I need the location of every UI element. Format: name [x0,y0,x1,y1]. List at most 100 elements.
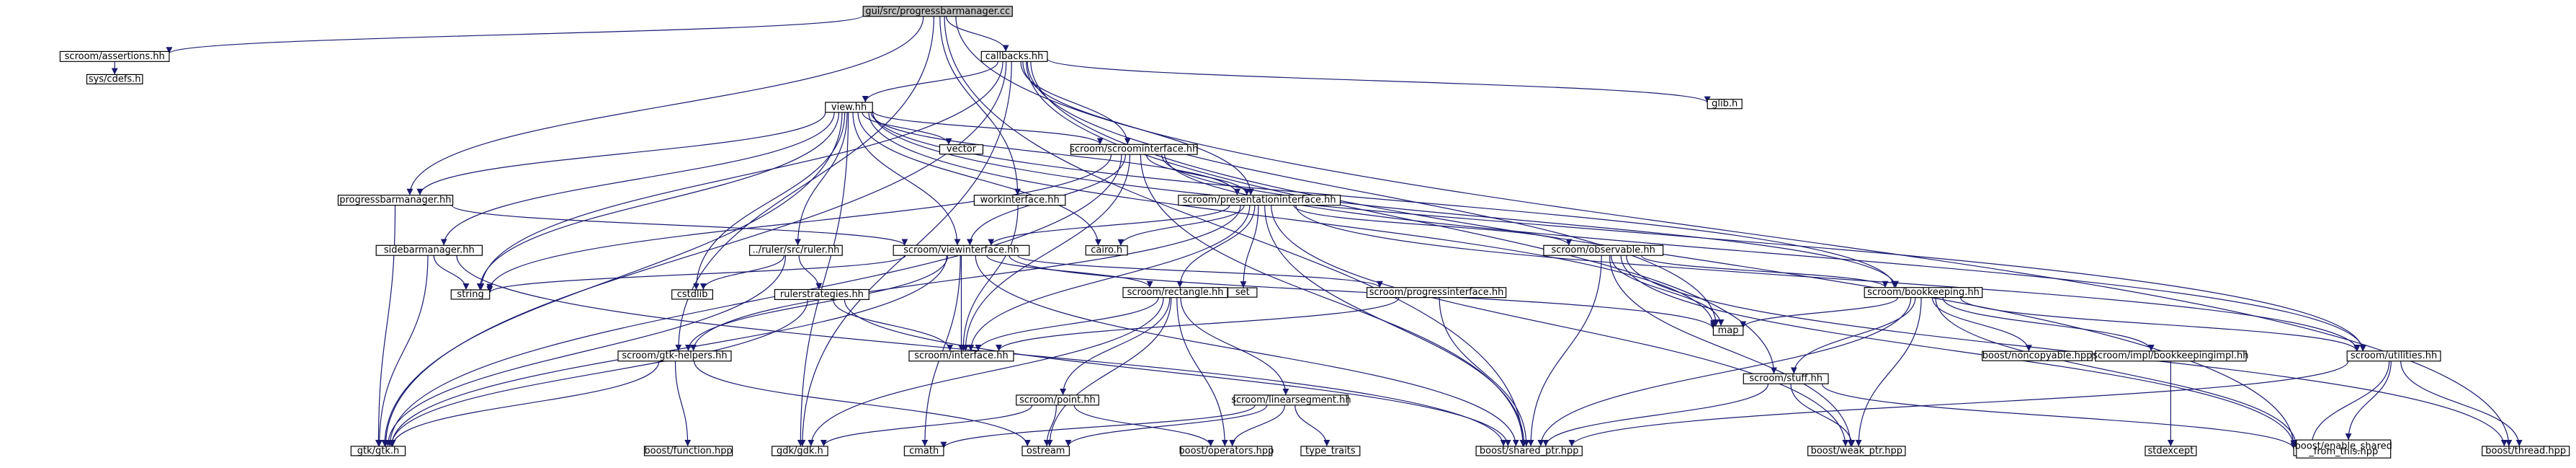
node-workinterface[interactable]: workinterface.hh [973,195,1066,206]
node-box [1712,325,1744,336]
node-label: scroom/rectangle.hh [1127,287,1224,298]
edge-root-to-assertions [166,14,864,54]
edge-rectangle-to-linearsegment [1180,297,1289,395]
node-label: view.hh [831,102,867,112]
node-box [748,244,843,256]
node-gdk: gdk/gdk.h [772,446,828,456]
node-box [1864,287,1983,299]
edge-stuff-to-weak_ptr [1790,384,1856,446]
node-label: vector [947,144,977,155]
edge-point-to-gdk [820,405,1033,447]
edge-rectangle-to-interface [975,297,1159,351]
node-rulerstrategies[interactable]: rulerstrategies.hh [774,289,869,300]
edge-utilities-to-shared_ptr [1568,361,2349,447]
node-box [825,102,873,113]
edge-gtkhelpers-to-ostream [694,361,1031,446]
node-label: boost/function.hpp [644,446,732,456]
edge-root-to-gtkhelpers [675,16,934,351]
node-linearsegment[interactable]: scroom/linearsegment.hh [1231,394,1351,405]
edge-sidebarmanager-to-gtk [376,255,429,446]
node-utilities[interactable]: scroom/utilities.hh [2346,350,2441,362]
edge-utilities-to-enable_shared [2345,361,2392,441]
node-label: scroom/progressinterface.hh [1369,287,1504,298]
edge-rectangle-to-point [1060,297,1171,395]
edge-rectangle-to-gdk [808,297,1164,446]
node-root[interactable]: gui/src/progressbarmanager.cc [862,6,1013,17]
edge-rulerhh-to-rulerstrategies [798,255,823,290]
node-view[interactable]: view.hh [825,102,873,113]
edge-bookkeeping-to-stuff [1790,297,1916,374]
node-box [350,446,406,456]
node-box [862,6,1013,17]
node-label: scroom/interface.hh [914,350,1009,361]
edge-root-to-workinterface [939,16,1021,195]
edge-view-to-gdk [797,112,849,446]
edge-progressinterface-to-interface [996,297,1400,351]
edge-bookkeeping-to-list [1935,297,2299,446]
node-box [908,350,1014,362]
node-box [893,244,1030,256]
node-gtkhelpers[interactable]: scroom/gtk-helpers.hh [617,350,732,362]
node-box [1743,373,1829,384]
node-observable[interactable]: scroom/observable.hh [1543,244,1664,256]
node-point[interactable]: scroom/point.hh [1016,394,1099,405]
node-cmath: cmath [903,446,944,456]
edge-view-to-cstdlib [693,112,846,290]
node-rulerhh[interactable]: ../ruler/src/ruler.hh [748,244,843,256]
node-thread: boost/thread.hpp [2482,446,2570,456]
edge-presentationinterface-to-interface [967,205,1251,351]
node-rectangle[interactable]: scroom/rectangle.hh [1122,287,1228,299]
node-presentationinterface[interactable]: scroom/presentationinterface.hh [1178,195,1341,206]
edge-observable-to-list [1620,255,2297,447]
edge-view-to-sidebarmanager [440,112,835,246]
edge-bookkeeping-to-map [1740,297,1898,328]
edge-view-to-scroominterface [872,110,1104,145]
node-box [86,74,143,85]
node-progressinterface[interactable]: scroom/progressinterface.hh [1366,287,1507,299]
node-interface[interactable]: scroom/interface.hh [908,350,1014,362]
node-sidebarmanager[interactable]: sidebarmanager.hh [375,244,483,256]
edge-callbacks-to-gtk [382,61,1007,446]
node-noncopyable: boost/noncopyable.hpp [1982,350,2093,361]
node-label: sys/cdefs.h [89,74,141,84]
node-box [2482,446,2570,456]
node-label: string [457,289,483,300]
edge-bookkeeping-to-utilities [1960,297,2360,352]
node-bookkeeping[interactable]: scroom/bookkeeping.hh [1864,287,1983,299]
node-box [2095,350,2247,362]
node-scroominterface[interactable]: scroom/scroominterface.hh [1070,144,1198,155]
node-box [59,50,170,62]
edge-observable-to-weak_ptr [1609,255,1854,446]
edge-viewinterface-to-map [1009,255,1717,330]
node-progressbarmanager[interactable]: progressbarmanager.hh [337,195,454,206]
node-box [939,144,984,155]
edge-rulerhh-to-gtk [385,255,787,446]
node-box [1021,446,1070,456]
edge-view-to-bookkeeping [872,111,1897,288]
node-viewinterface[interactable]: scroom/viewinterface.hh [893,244,1030,256]
node-bookkeepingimpl[interactable]: scroom/impl/bookkeepingimpl.hh [2093,350,2249,362]
node-cairo: cairo.h [1085,245,1128,256]
node-label: scroom/utilities.hh [2351,350,2437,361]
node-label: scroom/point.hh [1019,394,1096,405]
edge-callbacks-to-stuff [1026,61,1777,374]
edge-linearsegment-to-ostream [1065,405,1268,447]
node-box [1807,446,1906,456]
edge-view-to-gtk [381,112,843,446]
edge-utilities-to-list [2308,361,2390,446]
node-label: sidebarmanager.hh [384,245,475,256]
node-assertions[interactable]: scroom/assertions.hh [59,50,170,62]
edge-scroominterface-to-string [486,154,1112,291]
edge-point-to-ostream [1043,405,1057,446]
edge-callbacks-to-map [1027,61,1719,327]
edge-bookkeeping-to-bookkeepingimpl [1942,297,2155,351]
node-box [337,195,454,206]
edge-scroominterface-to-gtk [386,154,1122,446]
node-stuff[interactable]: scroom/stuff.hh [1743,373,1829,384]
node-box [643,446,733,456]
node-label: _from_this.hpp [2308,446,2378,457]
node-callbacks[interactable]: callbacks.hh [980,50,1048,62]
node-box [1707,99,1743,110]
